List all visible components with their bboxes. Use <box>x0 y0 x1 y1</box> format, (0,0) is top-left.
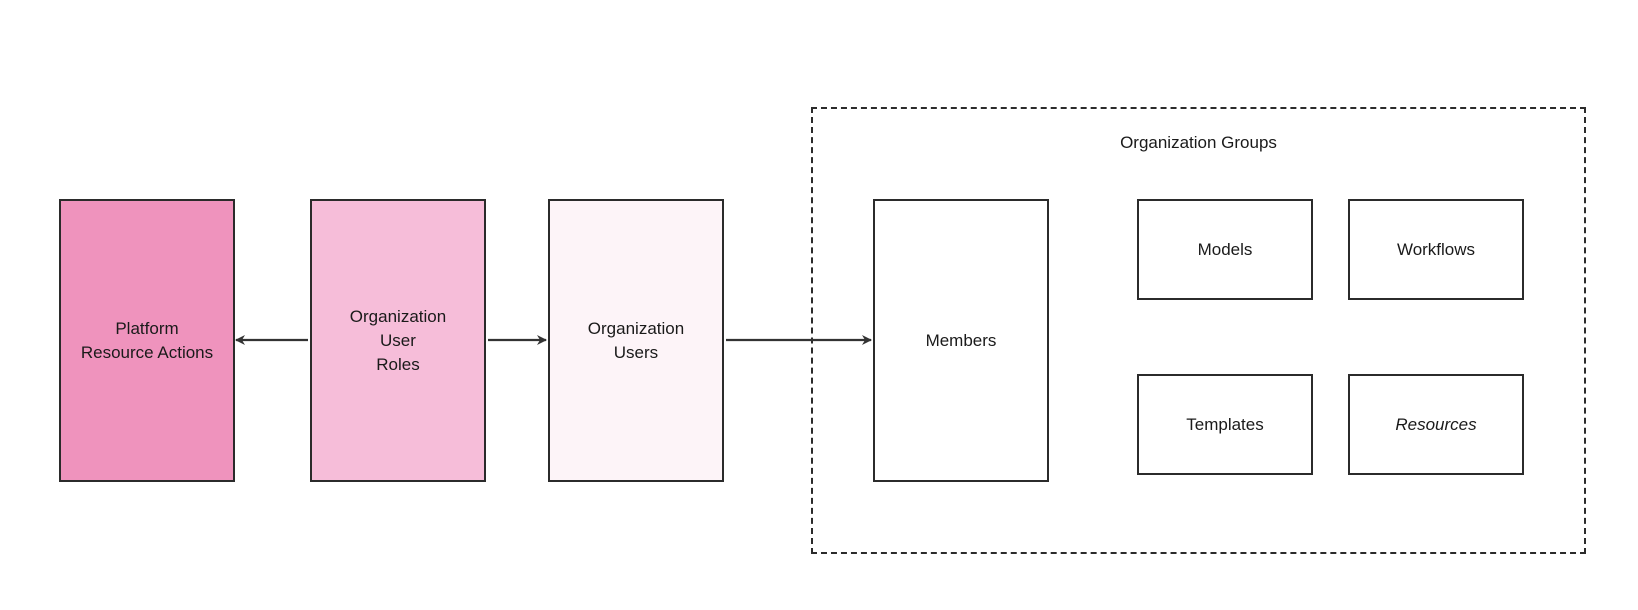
node-label: Resources <box>1395 414 1477 434</box>
node-resources: Resources <box>1348 374 1524 475</box>
node-label: Models <box>1197 239 1253 259</box>
node-organization-user-roles: Organization User Roles <box>310 199 486 482</box>
node-members: Members <box>873 199 1049 482</box>
node-platform-resource-actions: Platform Resource Actions <box>59 199 235 482</box>
node-templates: Templates <box>1137 374 1313 475</box>
node-workflows: Workflows <box>1348 199 1524 300</box>
node-label: Templates <box>1186 414 1264 434</box>
node-models: Models <box>1137 199 1313 300</box>
node-organization-users: Organization Users <box>548 199 724 482</box>
node-label: Platform Resource Actions <box>80 318 214 362</box>
organization-groups-title: Organization Groups <box>1120 133 1277 152</box>
node-label: Members <box>925 330 997 350</box>
organization-groups-container <box>811 107 1586 554</box>
node-label: Organization User Roles <box>349 306 447 374</box>
node-label: Organization Users <box>587 318 685 362</box>
node-label: Workflows <box>1396 239 1476 259</box>
